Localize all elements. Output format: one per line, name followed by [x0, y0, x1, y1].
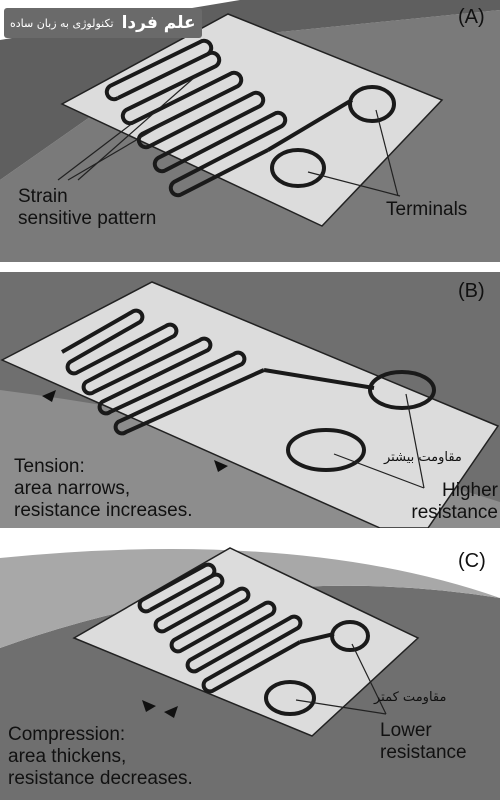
pointer-pattern-1 [57, 121, 135, 181]
strain-pattern-a [104, 38, 396, 198]
label-lower-line-2: resistance [380, 742, 467, 763]
strain-pattern-c [137, 562, 370, 716]
label-compression-line-2: area thickens, [8, 746, 127, 767]
terminal-pad-lower-a [270, 148, 326, 188]
lead-b [263, 368, 375, 390]
terminal-pad-lower-c [264, 680, 316, 716]
label-compression-line-1: Compression: [8, 724, 126, 745]
terminal-pad-upper-a [348, 85, 396, 123]
pointer-lines-a [57, 75, 401, 197]
compression-arrows [142, 700, 178, 718]
lead-c [299, 632, 335, 644]
label-terminals: Terminals [386, 199, 468, 220]
compression-arrow-left [142, 700, 156, 712]
pointer-higher-1 [405, 393, 425, 489]
pointer-lines-c [295, 643, 387, 715]
pointer-lines-b [333, 393, 425, 489]
panel-a-drawing [0, 0, 500, 262]
tension-arrow-right [214, 460, 228, 472]
panel-b: (B) Tension: area narrows, resistance in… [0, 272, 500, 528]
tension-arrow-left [42, 390, 56, 402]
pointer-lower-1 [351, 643, 387, 715]
divider-2 [0, 528, 500, 538]
publisher-logo: علم فردا تکنولوژی به زبان ساده [4, 8, 202, 38]
surface-c-light [0, 549, 500, 648]
pointer-pattern-3 [77, 75, 197, 181]
pointer-terminal-2 [307, 171, 401, 197]
pointer-higher-2 [333, 453, 425, 489]
label-higher-fa: مقاومت بیشتر [384, 450, 462, 465]
divider-1 [0, 262, 500, 272]
label-higher-resistance: Higher resistance [398, 480, 498, 524]
pointer-terminal-1 [375, 109, 399, 197]
label-tension-line-3: resistance increases. [14, 500, 193, 521]
label-higher-line-2: resistance [411, 502, 498, 523]
label-strain-pattern-line-1: Strain [18, 186, 68, 207]
terminal-pad-upper-b [368, 370, 436, 410]
surface-a-dark [0, 0, 500, 180]
panel-b-drawing [0, 272, 500, 528]
gauge-backing-b [0, 281, 500, 528]
panel-c: (C) Compression: area thickens, resistan… [0, 538, 500, 800]
panel-b-tag: (B) [458, 280, 485, 302]
label-tension-line-2: area narrows, [14, 478, 131, 499]
logo-slogan: تکنولوژی به زبان ساده [10, 16, 114, 30]
compression-arrow-right [164, 706, 178, 718]
panel-c-tag: (C) [458, 550, 486, 572]
label-lower-resistance: Lower resistance [380, 720, 467, 764]
grid-wire-c [149, 572, 303, 694]
label-compression-line-3: resistance decreases. [8, 768, 193, 789]
label-strain-pattern-line-2: sensitive pattern [18, 208, 157, 229]
logo-brand: علم فردا [121, 13, 196, 33]
pointer-lower-2 [295, 699, 387, 715]
panel-a-tag: (A) [458, 6, 485, 28]
grid-wire-a [117, 50, 288, 198]
label-lower-line-1: Lower [380, 720, 432, 741]
lead-a [266, 98, 354, 152]
gauge-backing-a [60, 13, 444, 227]
label-higher-line-1: Higher [442, 480, 498, 501]
grid-wire-c-top [137, 562, 217, 614]
grid-wire-b [61, 308, 265, 436]
grid-wire-a-top [104, 38, 214, 102]
label-tension-line-1: Tension: [14, 456, 85, 477]
pointer-pattern-2 [67, 117, 175, 181]
terminal-pad-lower-b [286, 428, 366, 472]
panel-a: علم فردا تکنولوژی به زبان ساده (A) Strai… [0, 0, 500, 262]
label-compression: Compression: area thickens, resistance d… [8, 724, 193, 790]
panel-c-drawing [0, 547, 500, 800]
tension-arrows [42, 390, 228, 472]
label-tension: Tension: area narrows, resistance increa… [14, 456, 192, 522]
label-lower-fa: مقاومت کمتر [374, 690, 447, 705]
strain-pattern-b [61, 308, 436, 472]
label-strain-pattern: Strain sensitive pattern [18, 186, 156, 230]
